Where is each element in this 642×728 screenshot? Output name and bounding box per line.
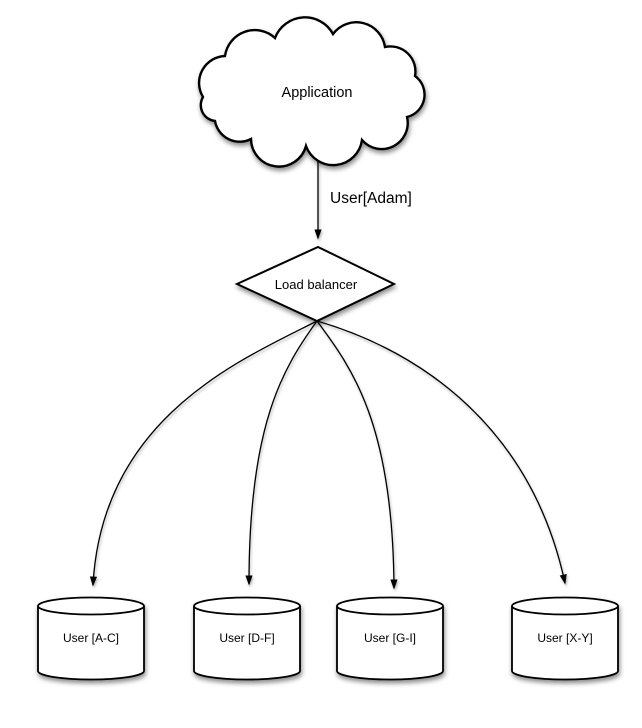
cylinder-shape-icon bbox=[193, 596, 301, 681]
cylinder-rim bbox=[193, 605, 301, 616]
edge-layer bbox=[89, 150, 567, 590]
loadbalancer-to-shard-2-arrow bbox=[245, 320, 318, 586]
shard-1-label: User [A-C] bbox=[63, 631, 119, 645]
cylinder-rim bbox=[336, 605, 444, 616]
shard-node-1 bbox=[37, 596, 145, 681]
load-balancer-label: Load balancer bbox=[275, 277, 358, 292]
shard-node-2 bbox=[193, 596, 301, 681]
cylinder-shape-icon bbox=[511, 596, 619, 681]
diamond-shape-icon bbox=[234, 245, 397, 323]
load-balancer-node bbox=[234, 245, 397, 323]
shard-2-label: User [D-F] bbox=[219, 631, 274, 645]
cylinder-rim bbox=[37, 605, 145, 616]
cylinder-rim bbox=[511, 605, 619, 616]
shard-3-label: User [G-I] bbox=[364, 631, 416, 645]
cylinder-shape-icon bbox=[37, 596, 145, 681]
loadbalancer-to-shard-4-arrow bbox=[316, 320, 567, 585]
shard-node-3 bbox=[336, 596, 444, 681]
shard-4-label: User [X-Y] bbox=[537, 631, 592, 645]
loadbalancer-to-shard-1-arrow bbox=[89, 320, 318, 587]
application-label: Application bbox=[282, 85, 353, 101]
user-adam-edge-label: User[Adam] bbox=[330, 190, 412, 207]
loadbalancer-to-shard-3-arrow bbox=[316, 320, 398, 590]
application-node bbox=[197, 16, 426, 168]
shard-node-4 bbox=[511, 596, 619, 681]
cloud-shape-icon bbox=[197, 16, 426, 168]
cylinder-shape-icon bbox=[336, 596, 444, 681]
